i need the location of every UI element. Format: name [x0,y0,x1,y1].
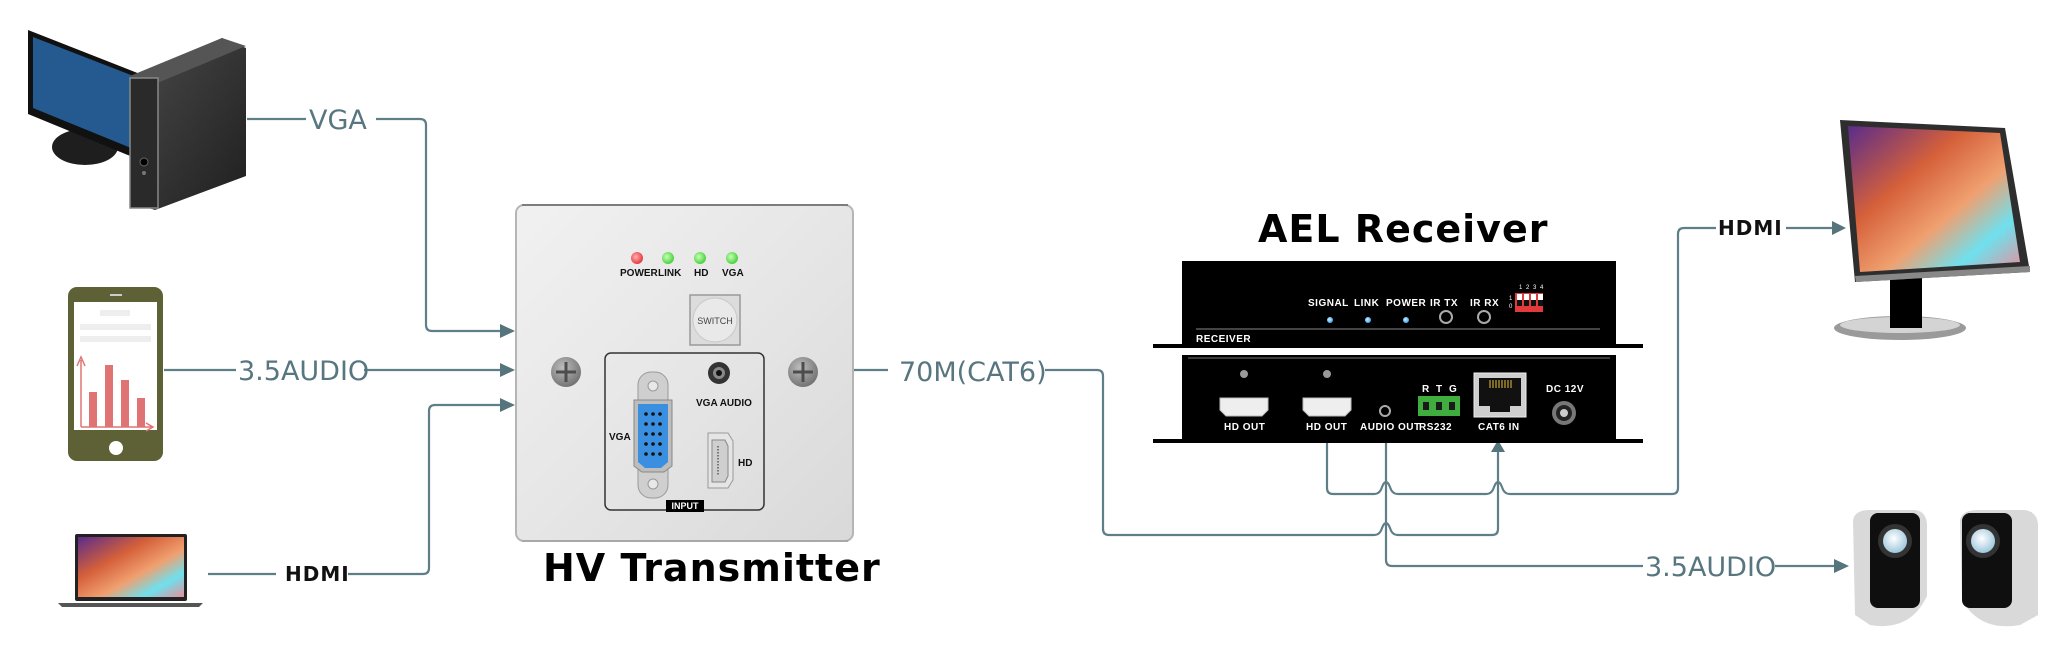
switch-label: SWITCH [697,316,733,326]
dip-switch[interactable] [1515,293,1543,312]
rear-label-hd-out-1: HD OUT [1224,422,1265,433]
rear-label-audio-out: AUDIO OUT [1360,422,1421,433]
led-vga [726,252,738,264]
wire-audio-out [1384,441,1834,568]
led-power [631,252,643,264]
wire-vga [247,117,500,333]
laptop-icon [58,534,203,607]
hd-out-1-port [1219,397,1269,417]
rear-label-rs232: RS232 [1419,422,1452,433]
speaker-left [1853,510,1927,627]
dip-num-2: 2 [1526,285,1530,291]
wires [164,117,1849,576]
port-label-vga-audio: VGA AUDIO [696,398,752,409]
ir-tx-jack [1439,310,1453,324]
dc-power-jack [1552,401,1576,425]
led-link-rx [1365,317,1371,323]
led-label-hd: HD [694,268,708,279]
input-badge-label: INPUT [672,501,700,511]
arrow-hdmi-out [1832,221,1846,235]
arrow-audio-in [500,363,515,377]
front-label-power: POWER [1386,298,1427,309]
receiver-title: AEL Receiver [1258,207,1548,251]
dip-num-4: 4 [1540,285,1544,291]
hd-out-2-port [1302,397,1352,417]
vga-port [633,371,673,499]
front-label-ir-rx: IR RX [1470,298,1499,309]
front-label-signal: SIGNAL [1308,298,1349,309]
hv-transmitter: POWER LINK HD VGA SWITCH [515,204,854,542]
rear-label-dc12v: DC 12V [1546,384,1584,395]
front-panel-label: RECEIVER [1196,334,1251,345]
ael-receiver-rear: HD OUT HD OUT AUDIO OUT R T G RS232 [1153,355,1643,443]
label-hdmi-in: HDMI [285,562,350,586]
led-signal [1327,317,1333,323]
desktop-computer-icon [28,30,246,210]
front-label-link: LINK [1354,298,1380,309]
port-label-vga: VGA [609,432,631,443]
switch-button[interactable]: SWITCH [689,294,741,346]
arrow-vga [500,324,515,338]
input-badge [666,500,704,512]
arrow-cat6-in [1491,440,1505,452]
lcd-monitor-icon [1834,120,2030,340]
arrow-audio-out [1834,559,1849,573]
label-vga: VGA [309,105,367,136]
vga-audio-jack [708,362,730,384]
rs232-pin-t: T [1436,384,1443,395]
smartphone-chart-icon [68,287,163,461]
led-hd [694,252,706,264]
speaker-right [1960,510,2038,627]
led-label-vga: VGA [722,268,744,279]
rear-label-cat6-in: CAT6 IN [1478,422,1520,433]
led-label-power: POWER [620,268,659,279]
front-label-ir-tx: IR TX [1430,298,1458,309]
dip-num-1: 1 [1519,285,1523,291]
label-hdmi-out: HDMI [1718,216,1783,240]
wire-hdmi-in [208,403,500,576]
transmitter-title: HV Transmitter [543,546,881,590]
dip-num-3: 3 [1533,285,1537,291]
led-link [662,252,674,264]
label-audio-in: 3.5AUDIO [238,356,369,387]
ir-rx-jack [1477,310,1491,324]
speakers-icon [1853,510,2038,627]
port-label-hd: HD [738,458,752,469]
rs232-pin-r: R [1422,384,1430,395]
audio-out-jack [1379,405,1391,417]
hd-port [707,432,734,489]
dip-side-0: 0 [1509,304,1513,310]
screw-right-icon [788,357,818,387]
rs232-pin-g: G [1449,384,1457,395]
led-label-link: LINK [658,268,682,279]
ael-receiver-front: SIGNAL LINK POWER IR TX IR RX 1 2 3 4 1 … [1153,261,1643,348]
dip-side-1: 1 [1509,296,1513,302]
label-cat6: 70M(CAT6) [899,357,1047,388]
screw-left-icon [551,357,581,387]
rear-label-hd-out-2: HD OUT [1306,422,1347,433]
wire-hdmi-out [1325,226,1832,496]
label-audio-out: 3.5AUDIO [1645,552,1776,583]
rs232-terminal [1418,396,1460,416]
led-power-rx [1403,317,1409,323]
cat6-in-port [1473,372,1527,418]
arrow-hdmi-in [500,398,515,412]
